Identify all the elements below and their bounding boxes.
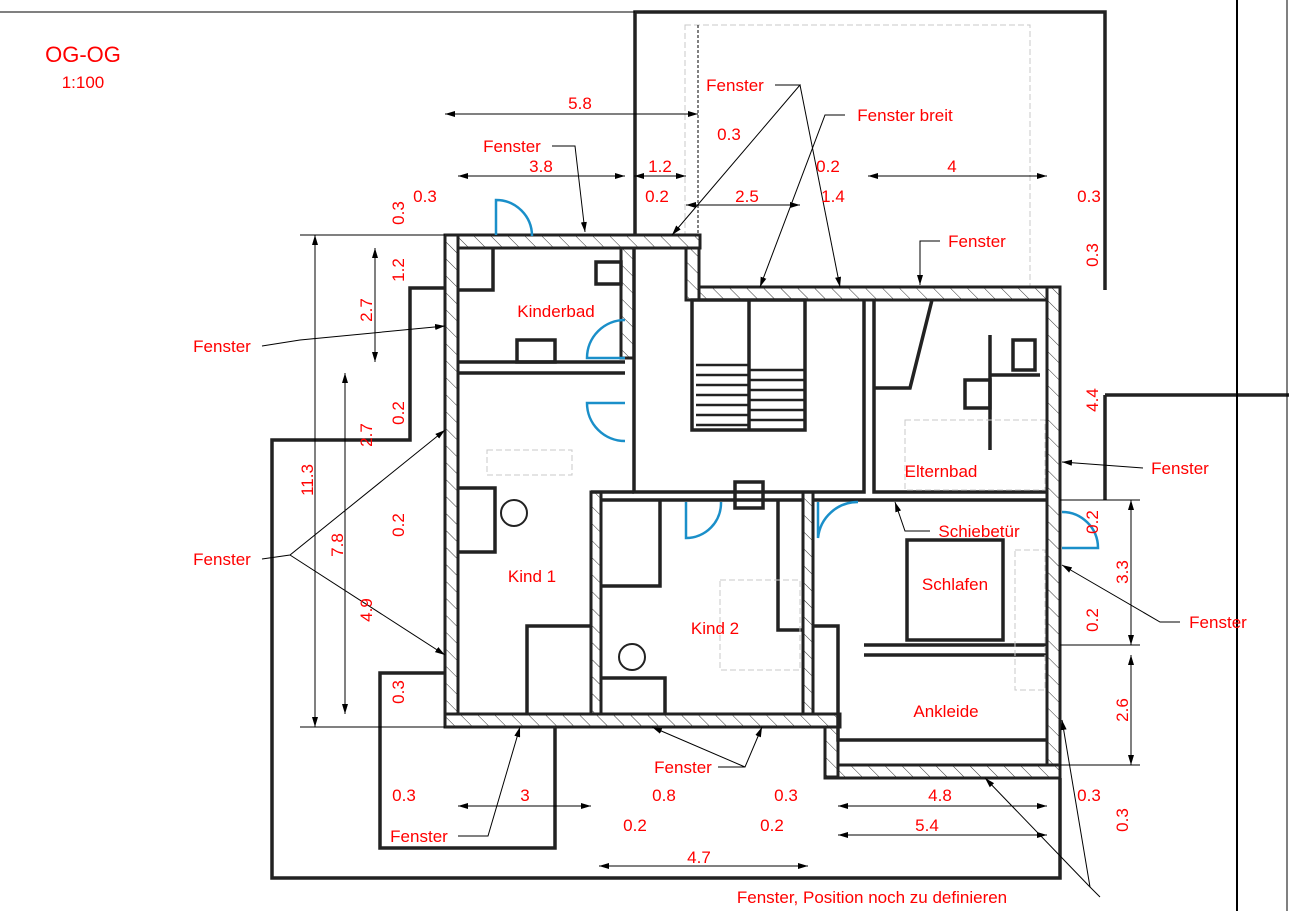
dim-top: 4 [947, 157, 956, 176]
leader-lines [261, 84, 1180, 898]
dim-top: 0.3 [717, 125, 741, 144]
dim-bottom: 5.4 [915, 816, 939, 835]
dim-top: 0.2 [816, 157, 840, 176]
fenster-label: Fenster [193, 550, 251, 569]
dimensions-right: 0.3 4.4 0.2 3.3 0.2 2.6 0.3 [1083, 243, 1132, 832]
fenster-label: Fenster [1189, 613, 1247, 632]
interior [458, 248, 1047, 742]
dim-bottom: 3 [520, 786, 529, 805]
plan-title: OG-OG [45, 42, 121, 67]
dim-left: 2.7 [357, 298, 376, 322]
dim-left: 0.2 [389, 401, 408, 425]
doors [494, 198, 1100, 550]
room-schlafen: Schlafen [922, 575, 988, 594]
schiebetuer-label: Schiebetür [938, 522, 1020, 541]
dim-left: 0.3 [389, 201, 408, 225]
room-kind-2: Kind 2 [691, 619, 739, 638]
dim-left: 11.3 [298, 464, 317, 496]
dim-right: 0.3 [1083, 243, 1102, 267]
dim-right: 2.6 [1113, 698, 1132, 722]
fenster-label: Fenster [483, 137, 541, 156]
dim-bottom: 0.2 [760, 816, 784, 835]
fenster-label: Fenster [193, 337, 251, 356]
dim-bottom: 0.2 [623, 816, 647, 835]
dim-right: 0.2 [1083, 608, 1102, 632]
dim-left: 7.8 [328, 533, 347, 557]
dim-right: 0.2 [1083, 510, 1102, 534]
dim-bottom: 0.3 [1077, 786, 1101, 805]
dim-top: 2.5 [735, 187, 759, 206]
dim-left: 2.7 [357, 423, 376, 447]
dim-top: 0.3 [413, 187, 437, 206]
dim-left: 1.2 [389, 258, 408, 282]
room-elternbad: Elternbad [905, 462, 978, 481]
dim-bottom: 0.8 [652, 786, 676, 805]
fenster-position-label: Fenster, Position noch zu definieren [737, 888, 1007, 907]
room-ankleide: Ankleide [913, 702, 978, 721]
fenster-breit-label: Fenster breit [857, 106, 953, 125]
dim-left: 0.2 [389, 513, 408, 537]
room-kinderbad: Kinderbad [517, 302, 595, 321]
dim-top: 1.4 [821, 187, 845, 206]
dim-bottom: 4.8 [928, 786, 952, 805]
dim-top: 3.8 [529, 157, 553, 176]
dim-bottom: 0.3 [392, 786, 416, 805]
dim-top: 0.3 [1077, 187, 1101, 206]
fenster-label: Fenster [948, 232, 1006, 251]
dim-bottom: 0.3 [774, 786, 798, 805]
dim-left: 4.9 [357, 598, 376, 622]
dim-right: 4.4 [1083, 388, 1102, 412]
plan-scale: 1:100 [62, 73, 105, 92]
walls [443, 233, 1062, 780]
fenster-label: Fenster [390, 827, 448, 846]
dim-top: 5.8 [568, 94, 592, 113]
fenster-label: Fenster [706, 76, 764, 95]
dimensions-bottom: 0.3 3 0.8 0.3 4.8 0.3 0.2 0.2 5.4 4.7 [392, 786, 1101, 867]
dim-right: 3.3 [1113, 560, 1132, 584]
dim-top: 1.2 [648, 157, 672, 176]
dimensions-left: 0.3 1.2 2.7 2.7 0.2 11.3 7.8 0.2 4.9 0.3 [298, 201, 408, 704]
window-annotations: Fenster Fenster breit Fenster Fenster Fe… [193, 76, 1247, 907]
dim-right: 0.3 [1113, 808, 1132, 832]
dimension-lines [300, 111, 1140, 869]
room-kind-1: Kind 1 [508, 567, 556, 586]
dim-bottom: 4.7 [687, 848, 711, 867]
fenster-label: Fenster [1151, 459, 1209, 478]
dim-left: 0.3 [389, 680, 408, 704]
dim-top: 0.2 [645, 187, 669, 206]
fenster-label: Fenster [654, 758, 712, 777]
dimensions-top: 5.8 0.3 3.8 1.2 0.2 4 0.3 0.2 2.5 1.4 0.… [413, 94, 1101, 206]
